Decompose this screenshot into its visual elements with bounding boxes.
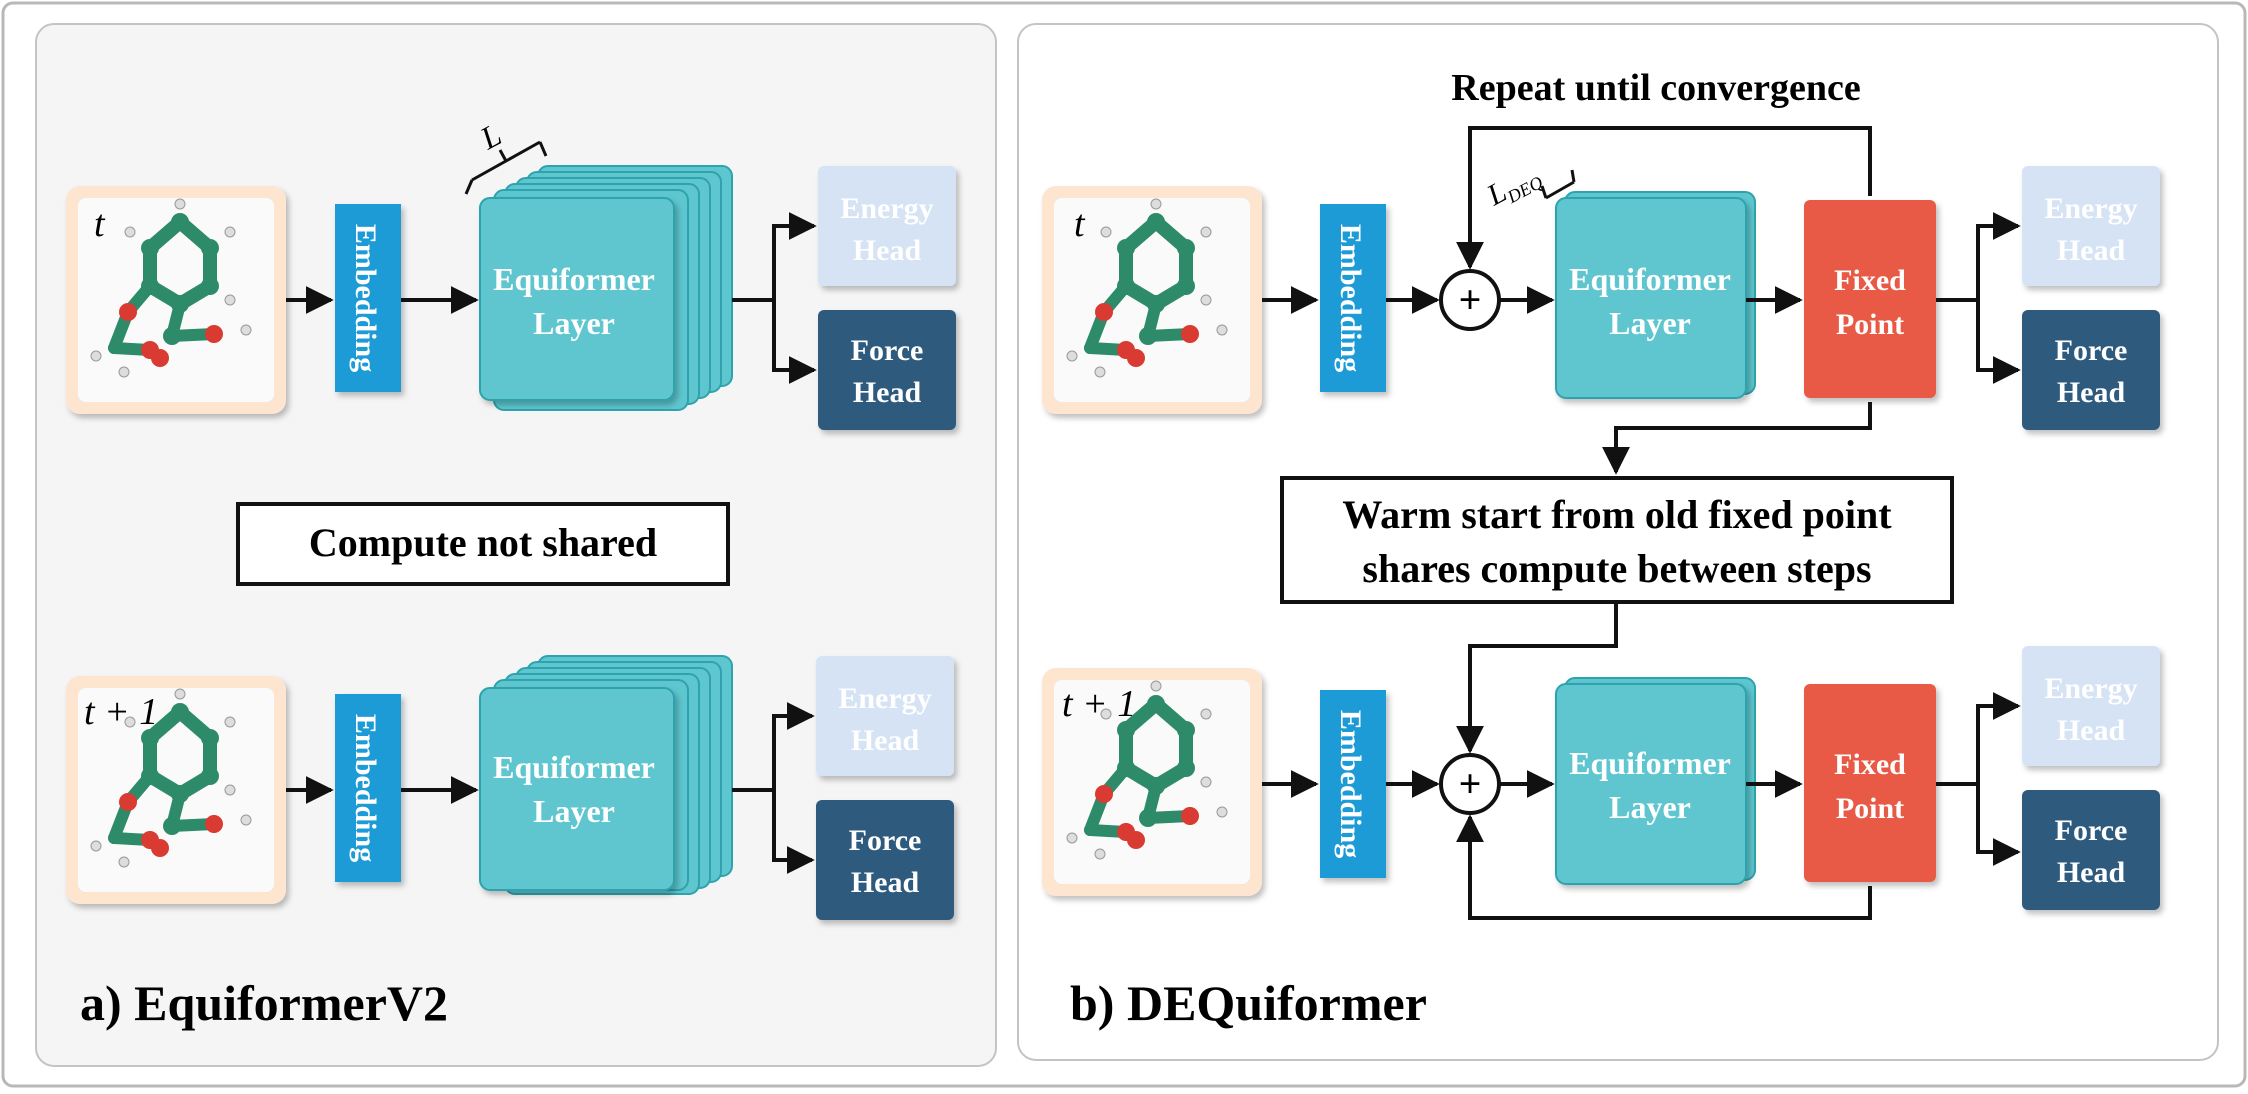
- energy-head: [818, 166, 956, 286]
- energy-head-label-2: Head: [853, 234, 922, 267]
- warm-start-input-arrow: [1456, 602, 1618, 754]
- warm-start-line-2: shares compute between steps: [1362, 546, 1871, 591]
- time-label: t + 1: [84, 691, 158, 733]
- row-arrows: [1262, 126, 2021, 475]
- time-label: t: [94, 203, 106, 245]
- energy-head: [2022, 646, 2160, 766]
- compute-note: Compute not shared: [309, 520, 657, 565]
- panel-b-caption: b) DEQuiformer: [1070, 975, 1427, 1031]
- row-arrows: [286, 702, 815, 874]
- panel-b-row-1: t Embedding + Equiformer Layer LDEQ Fixe…: [1042, 126, 2160, 475]
- repeat-label: Repeat until convergence: [1451, 67, 1860, 109]
- force-head-label-2: Head: [853, 376, 922, 409]
- fixed-point-label-2: Point: [1836, 792, 1904, 825]
- force-head-label-1: Force: [851, 334, 924, 367]
- energy-head: [2022, 166, 2160, 286]
- equiformer-layer-stack: [479, 165, 733, 411]
- layer-label-line-2: Layer: [533, 793, 615, 829]
- compute-note-box: [236, 502, 730, 586]
- warm-start-line-1: Warm start from old fixed point: [1342, 492, 1892, 537]
- force-head-label-1: Force: [2055, 814, 2128, 847]
- repeat-loop-arrow: [1456, 126, 1872, 270]
- molecule-icon: [1066, 198, 1228, 378]
- fixed-point-label-2: Point: [1836, 308, 1904, 341]
- time-label: t: [1074, 203, 1086, 245]
- energy-head-label-1: Energy: [2044, 192, 2137, 225]
- force-head: [2022, 310, 2160, 430]
- equiformer-layer-stack: [1555, 191, 1756, 399]
- energy-head: [816, 656, 954, 776]
- force-head: [818, 310, 956, 430]
- layer-label-line-2: Layer: [1609, 305, 1691, 341]
- panel-b-row-2: t + 1 Embedding + Equiformer Layer Fixed…: [1042, 602, 2160, 920]
- molecule-icon: [90, 688, 252, 868]
- force-head-label-2: Head: [851, 866, 920, 899]
- energy-head-label-2: Head: [2057, 234, 2126, 267]
- plus-icon: +: [1459, 277, 1482, 322]
- force-head-label-2: Head: [2057, 856, 2126, 889]
- force-head-label-1: Force: [2055, 334, 2128, 367]
- layer-label-line-1: Equiformer: [1569, 745, 1731, 781]
- energy-head-label-2: Head: [851, 724, 920, 757]
- embedding-block: [335, 204, 401, 392]
- force-head-label-1: Force: [849, 824, 922, 857]
- layer-label-line-2: Layer: [1609, 789, 1691, 825]
- equiformer-layer-stack: [479, 655, 733, 895]
- embedding-label: Embedding: [1334, 710, 1367, 858]
- molecule-icon: [90, 198, 252, 378]
- energy-head-label-1: Energy: [838, 682, 931, 715]
- panel-a-row-2: t + 1 Embedding Equiformer Layer Energy …: [66, 655, 954, 920]
- layer-label-line-1: Equiformer: [493, 749, 655, 785]
- embedding-label: Embedding: [349, 714, 382, 862]
- plus-icon: +: [1459, 761, 1482, 806]
- feedback-loop-arrow: [1456, 814, 1872, 920]
- equiformer-layer-stack: [1555, 677, 1756, 885]
- layer-label-line-2: Layer: [533, 305, 615, 341]
- fixed-point-block: [1804, 684, 1936, 882]
- fixed-point-block: [1804, 200, 1936, 398]
- force-head-label-2: Head: [2057, 376, 2126, 409]
- row-arrows: [1262, 602, 2021, 920]
- force-head: [2022, 790, 2160, 910]
- panel-a-row-1: t Embedding Equiformer Layer L Energy He…: [66, 116, 956, 430]
- energy-head-label-2: Head: [2057, 714, 2126, 747]
- embedding-block: [1320, 204, 1386, 392]
- molecule-icon: [1066, 680, 1228, 860]
- fixed-point-label-1: Fixed: [1834, 264, 1906, 297]
- embedding-label: Embedding: [1334, 224, 1367, 372]
- depth-bracket: [1540, 169, 1576, 200]
- force-head: [816, 800, 954, 920]
- layer-label-line-1: Equiformer: [1569, 261, 1731, 297]
- time-label: t + 1: [1062, 683, 1136, 725]
- fixed-point-label-1: Fixed: [1834, 748, 1906, 781]
- panel-a-caption: a) EquiformerV2: [80, 975, 448, 1031]
- row-arrows: [286, 212, 817, 384]
- energy-head-label-1: Energy: [840, 192, 933, 225]
- embedding-block: [335, 694, 401, 882]
- embedding-block: [1320, 690, 1386, 878]
- energy-head-label-1: Energy: [2044, 672, 2137, 705]
- embedding-label: Embedding: [349, 224, 382, 372]
- warm-start-arrow: [1602, 402, 1872, 475]
- layer-label-line-1: Equiformer: [493, 261, 655, 297]
